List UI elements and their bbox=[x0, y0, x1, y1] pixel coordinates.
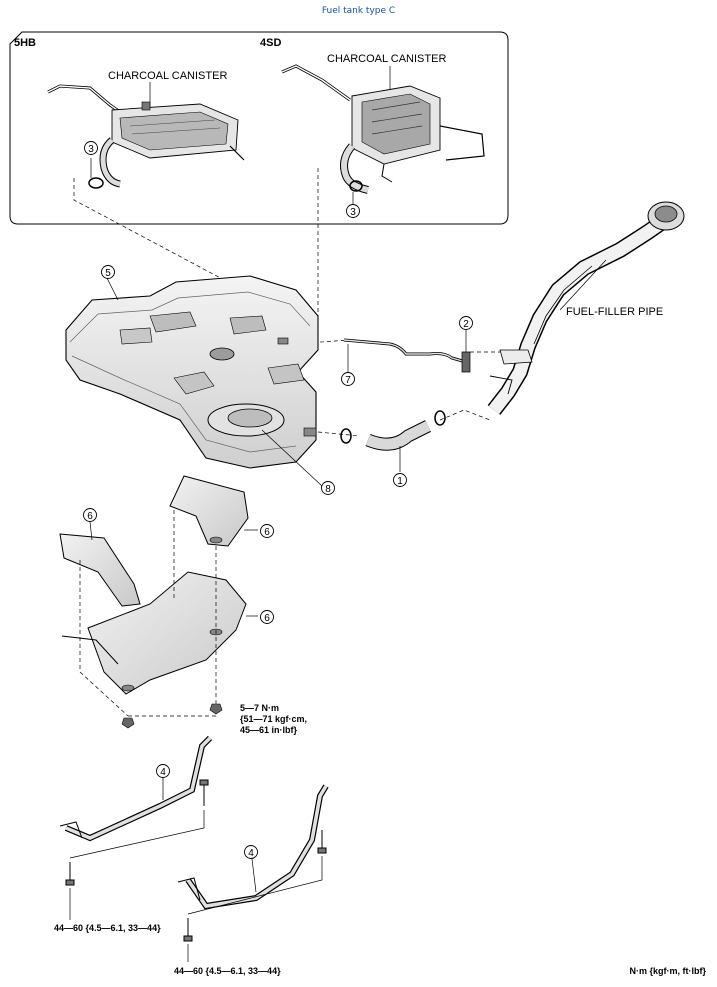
heat-shield-lower bbox=[61, 571, 247, 695]
variant-5hb-label: 5HB bbox=[14, 37, 36, 49]
hose-clip bbox=[461, 351, 471, 373]
callout-5: 5 bbox=[105, 268, 111, 279]
fuel-filler-pipe bbox=[487, 201, 685, 415]
canister-label-4sd: CHARCOAL CANISTER bbox=[327, 53, 446, 65]
callout-4-rear: 4 bbox=[248, 848, 254, 859]
callout-6-upper: 6 bbox=[264, 527, 270, 538]
callout-3-4sd: 3 bbox=[350, 207, 356, 218]
nut-torque-line2: {51—71 kgf·cm, bbox=[240, 714, 307, 724]
canister-inset: 5HB 4SD CHARCOAL CANISTER CHARCOAL CANIS… bbox=[9, 31, 509, 225]
hose-clamp-5hb bbox=[88, 158, 104, 189]
hose-clamp-4sd bbox=[349, 180, 363, 204]
fuel-tank bbox=[65, 275, 319, 469]
charcoal-canister-4sd bbox=[281, 64, 485, 194]
callout-2: 2 bbox=[463, 319, 469, 330]
evap-vent-hose bbox=[343, 338, 467, 364]
callout-4-front: 4 bbox=[160, 767, 166, 778]
strap-rear-torque: 44—60 {4.5—6.1, 33—44} bbox=[174, 966, 281, 976]
callout-6-lower: 6 bbox=[264, 613, 270, 624]
torque-units-legend: N·m {kgf·m, ft·lbf} bbox=[630, 966, 707, 976]
page-title: Fuel tank type C bbox=[321, 6, 396, 16]
fuel-filler-hose bbox=[340, 410, 446, 451]
strap-bolts bbox=[65, 779, 327, 942]
callout-1: 1 bbox=[397, 476, 403, 487]
callout-7: 7 bbox=[345, 375, 351, 386]
callout-6-left: 6 bbox=[87, 511, 93, 522]
callout-8: 8 bbox=[325, 484, 331, 495]
heat-shield-left bbox=[59, 533, 141, 607]
heat-shield-upper bbox=[169, 475, 249, 547]
fuel-tank-strap-front bbox=[59, 735, 213, 842]
callout-3-5hb: 3 bbox=[88, 144, 94, 155]
nut-torque-line3: 45—61 in·lbf} bbox=[240, 725, 298, 735]
strap-front-torque: 44—60 {4.5—6.1, 33—44} bbox=[54, 923, 161, 933]
fuel-filler-pipe-label: FUEL-FILLER PIPE bbox=[566, 306, 663, 318]
canister-label-5hb: CHARCOAL CANISTER bbox=[108, 70, 227, 82]
nut-torque-line1: 5—7 N·m bbox=[240, 703, 279, 713]
strap-leader-lines bbox=[69, 810, 323, 962]
shield-leader-lines bbox=[79, 510, 217, 717]
fuel-tank-strap-rear bbox=[177, 784, 329, 910]
variant-4sd-label: 4SD bbox=[260, 37, 281, 49]
shield-nuts bbox=[121, 703, 223, 729]
charcoal-canister-5hb bbox=[47, 84, 245, 188]
